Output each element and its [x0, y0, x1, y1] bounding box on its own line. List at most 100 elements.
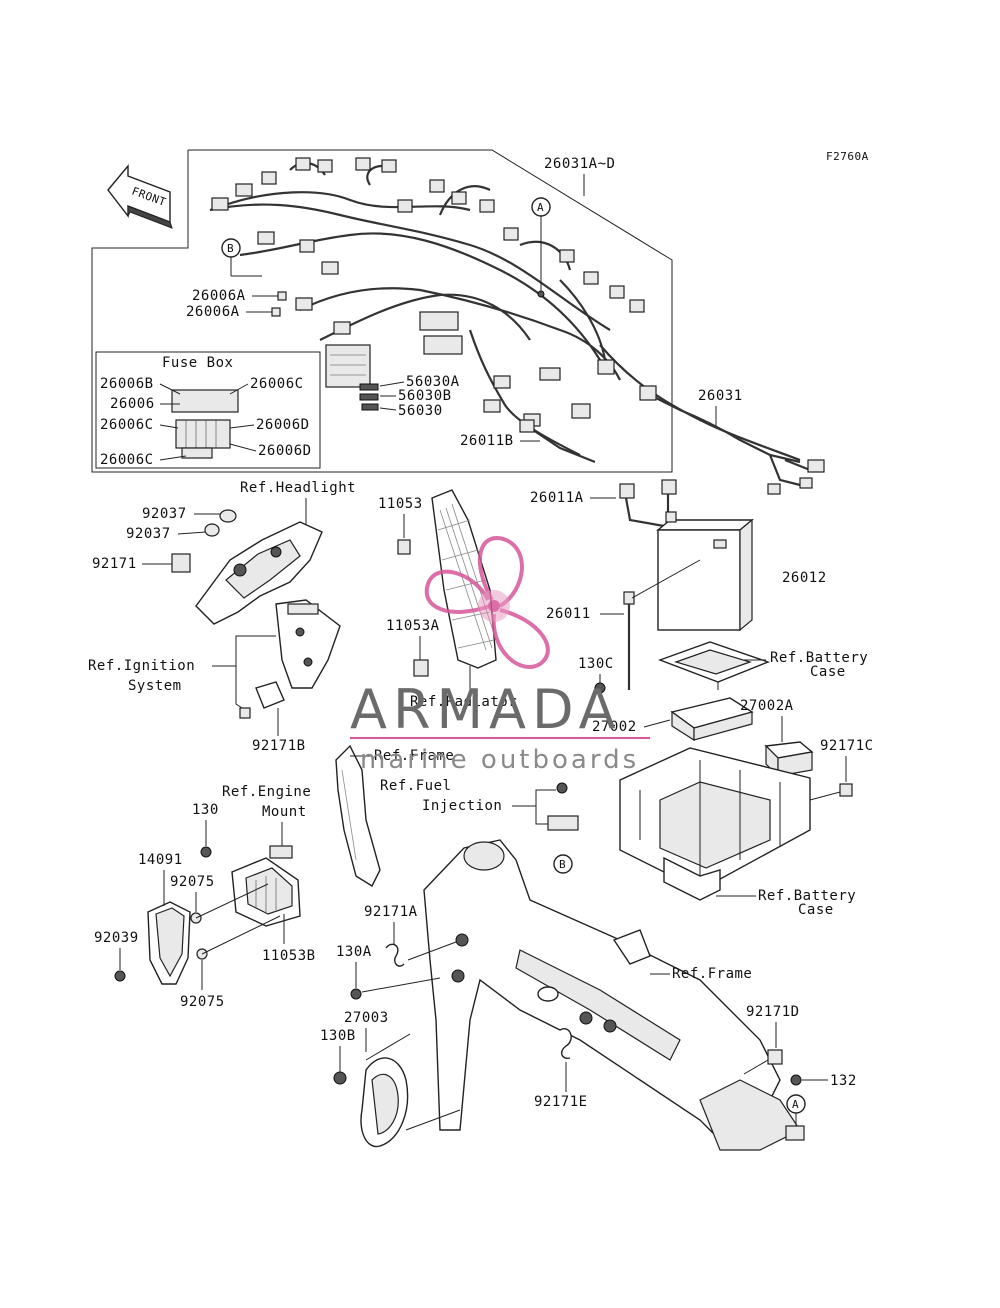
label-92171D: 92171D [746, 1004, 800, 1020]
clamp-92171D-icon [767, 1049, 783, 1065]
label-26006A-2: 26006A [186, 304, 240, 320]
headlight-bracket-drawing [195, 521, 323, 625]
bracket-11053A-icon [413, 659, 429, 677]
label-26031: 26031 [698, 388, 743, 404]
label-11053A: 11053A [386, 618, 440, 634]
fuse-box-inset [95, 351, 321, 469]
battery-lead-26011A [619, 479, 677, 528]
bolt-130B-icon [333, 1071, 347, 1085]
callout-b-harness: B [221, 238, 262, 277]
svg-text:A: A [792, 1098, 799, 1111]
label-26006A-1: 26006A [192, 288, 246, 304]
label-26011B: 26011B [460, 433, 514, 449]
fuse-box-title: Fuse Box [162, 355, 233, 371]
bracket-11053-icon [397, 539, 411, 555]
callout-a-harness: A [531, 197, 551, 298]
battery-lead-26011 [623, 559, 701, 690]
clip-92037-2-icon [204, 523, 220, 537]
label-92171B: 92171B [252, 738, 306, 754]
svg-text:B: B [227, 242, 234, 255]
label-ref-frame-2: Ref.Frame [672, 966, 752, 982]
label-130: 130 [192, 802, 219, 818]
label-92171E: 92171E [534, 1094, 588, 1110]
svg-text:A: A [537, 201, 544, 214]
frame-side-drawing [335, 744, 381, 888]
figure-code: F2760A [826, 150, 869, 163]
label-92171C: 92171C [820, 738, 874, 754]
label-56030B: 56030B [398, 388, 452, 404]
watermark-tagline: marine outboards [360, 745, 639, 775]
label-26011: 26011 [546, 606, 591, 622]
label-130C: 130C [578, 656, 614, 672]
callout-a-frame: A [786, 1094, 806, 1126]
label-ref-fuel-1: Ref.Fuel [380, 778, 451, 794]
radiator-screen-drawing [431, 489, 497, 669]
label-92037-1: 92037 [142, 506, 187, 522]
label-27002: 27002 [592, 719, 637, 735]
horn-27003 [360, 1033, 461, 1148]
main-harness-drawing [209, 162, 801, 462]
watermark-brand: ARMADA [350, 678, 622, 741]
label-26006C-bottom: 26006C [100, 452, 154, 468]
clamp-92171-icon [171, 553, 191, 573]
label-11053: 11053 [378, 496, 423, 512]
battery-26012 [656, 511, 754, 632]
ignitor-bracket-drawing [147, 857, 301, 985]
bolt-132-icon [790, 1074, 802, 1086]
engine-mount-bolt-icon [269, 845, 293, 859]
label-ref-engine-mount-1: Ref.Engine [222, 784, 311, 800]
label-ref-battery-case-1a: Ref.Battery [770, 650, 868, 666]
label-14091: 14091 [138, 852, 183, 868]
label-92039: 92039 [94, 930, 139, 946]
label-132: 132 [830, 1073, 857, 1089]
label-56030: 56030 [398, 403, 443, 419]
label-11053B: 11053B [262, 948, 316, 964]
clip-92037-1-icon [219, 509, 237, 523]
label-ref-radiator: Ref.Radiator [410, 694, 517, 710]
label-26006: 26006 [110, 396, 155, 412]
label-56030A: 56030A [406, 374, 460, 390]
harness-connectors [211, 157, 645, 427]
relay-box-27002 [670, 697, 754, 742]
label-ref-ignition-1: Ref.Ignition [88, 658, 195, 674]
label-ref-headlight: Ref.Headlight [240, 480, 356, 496]
relay-27002A [764, 741, 814, 778]
sub-harness-26031 [639, 385, 825, 495]
svg-text:B: B [559, 858, 566, 871]
label-130B: 130B [320, 1028, 356, 1044]
label-ref-frame-1: Ref.Frame [374, 748, 454, 764]
label-26031A-D: 26031A~D [544, 156, 615, 172]
main-frame-drawing [423, 839, 805, 1151]
watermark-propeller-logo [424, 536, 550, 669]
label-26006C-left: 26006C [100, 417, 154, 433]
bolt-92039-icon [114, 970, 126, 982]
label-92075-1: 92075 [170, 874, 215, 890]
fuse-lead-26011B [519, 419, 596, 464]
label-26006D-1: 26006D [256, 417, 310, 433]
label-ref-battery-case-1b: Case [810, 664, 846, 680]
label-26006C-right: 26006C [250, 376, 304, 392]
battery-tray-drawing [657, 641, 771, 690]
bolt-130C-icon [594, 682, 606, 694]
clamp-92171C-icon [839, 783, 853, 797]
ignition-bracket-drawing [239, 599, 341, 719]
label-92171: 92171 [92, 556, 137, 572]
label-92037-2: 92037 [126, 526, 171, 542]
harness-frame-outline [91, 149, 673, 473]
fuel-clip-1-icon [556, 782, 568, 794]
clamp-92171E-icon [559, 1028, 572, 1060]
label-ref-fuel-2: Injection [422, 798, 502, 814]
callout-b-frame: B [553, 854, 573, 874]
label-ref-battery-case-2b: Case [798, 902, 834, 918]
label-ref-ignition-2: System [128, 678, 182, 694]
label-27002A: 27002A [740, 698, 794, 714]
label-26006B: 26006B [100, 376, 154, 392]
label-26006D-2: 26006D [258, 443, 312, 459]
bolt-130-icon [200, 846, 212, 858]
battery-case-drawing [619, 747, 841, 901]
fuel-connector-icon [547, 815, 579, 831]
label-92075-2: 92075 [180, 994, 225, 1010]
label-ref-battery-case-2a: Ref.Battery [758, 888, 856, 904]
